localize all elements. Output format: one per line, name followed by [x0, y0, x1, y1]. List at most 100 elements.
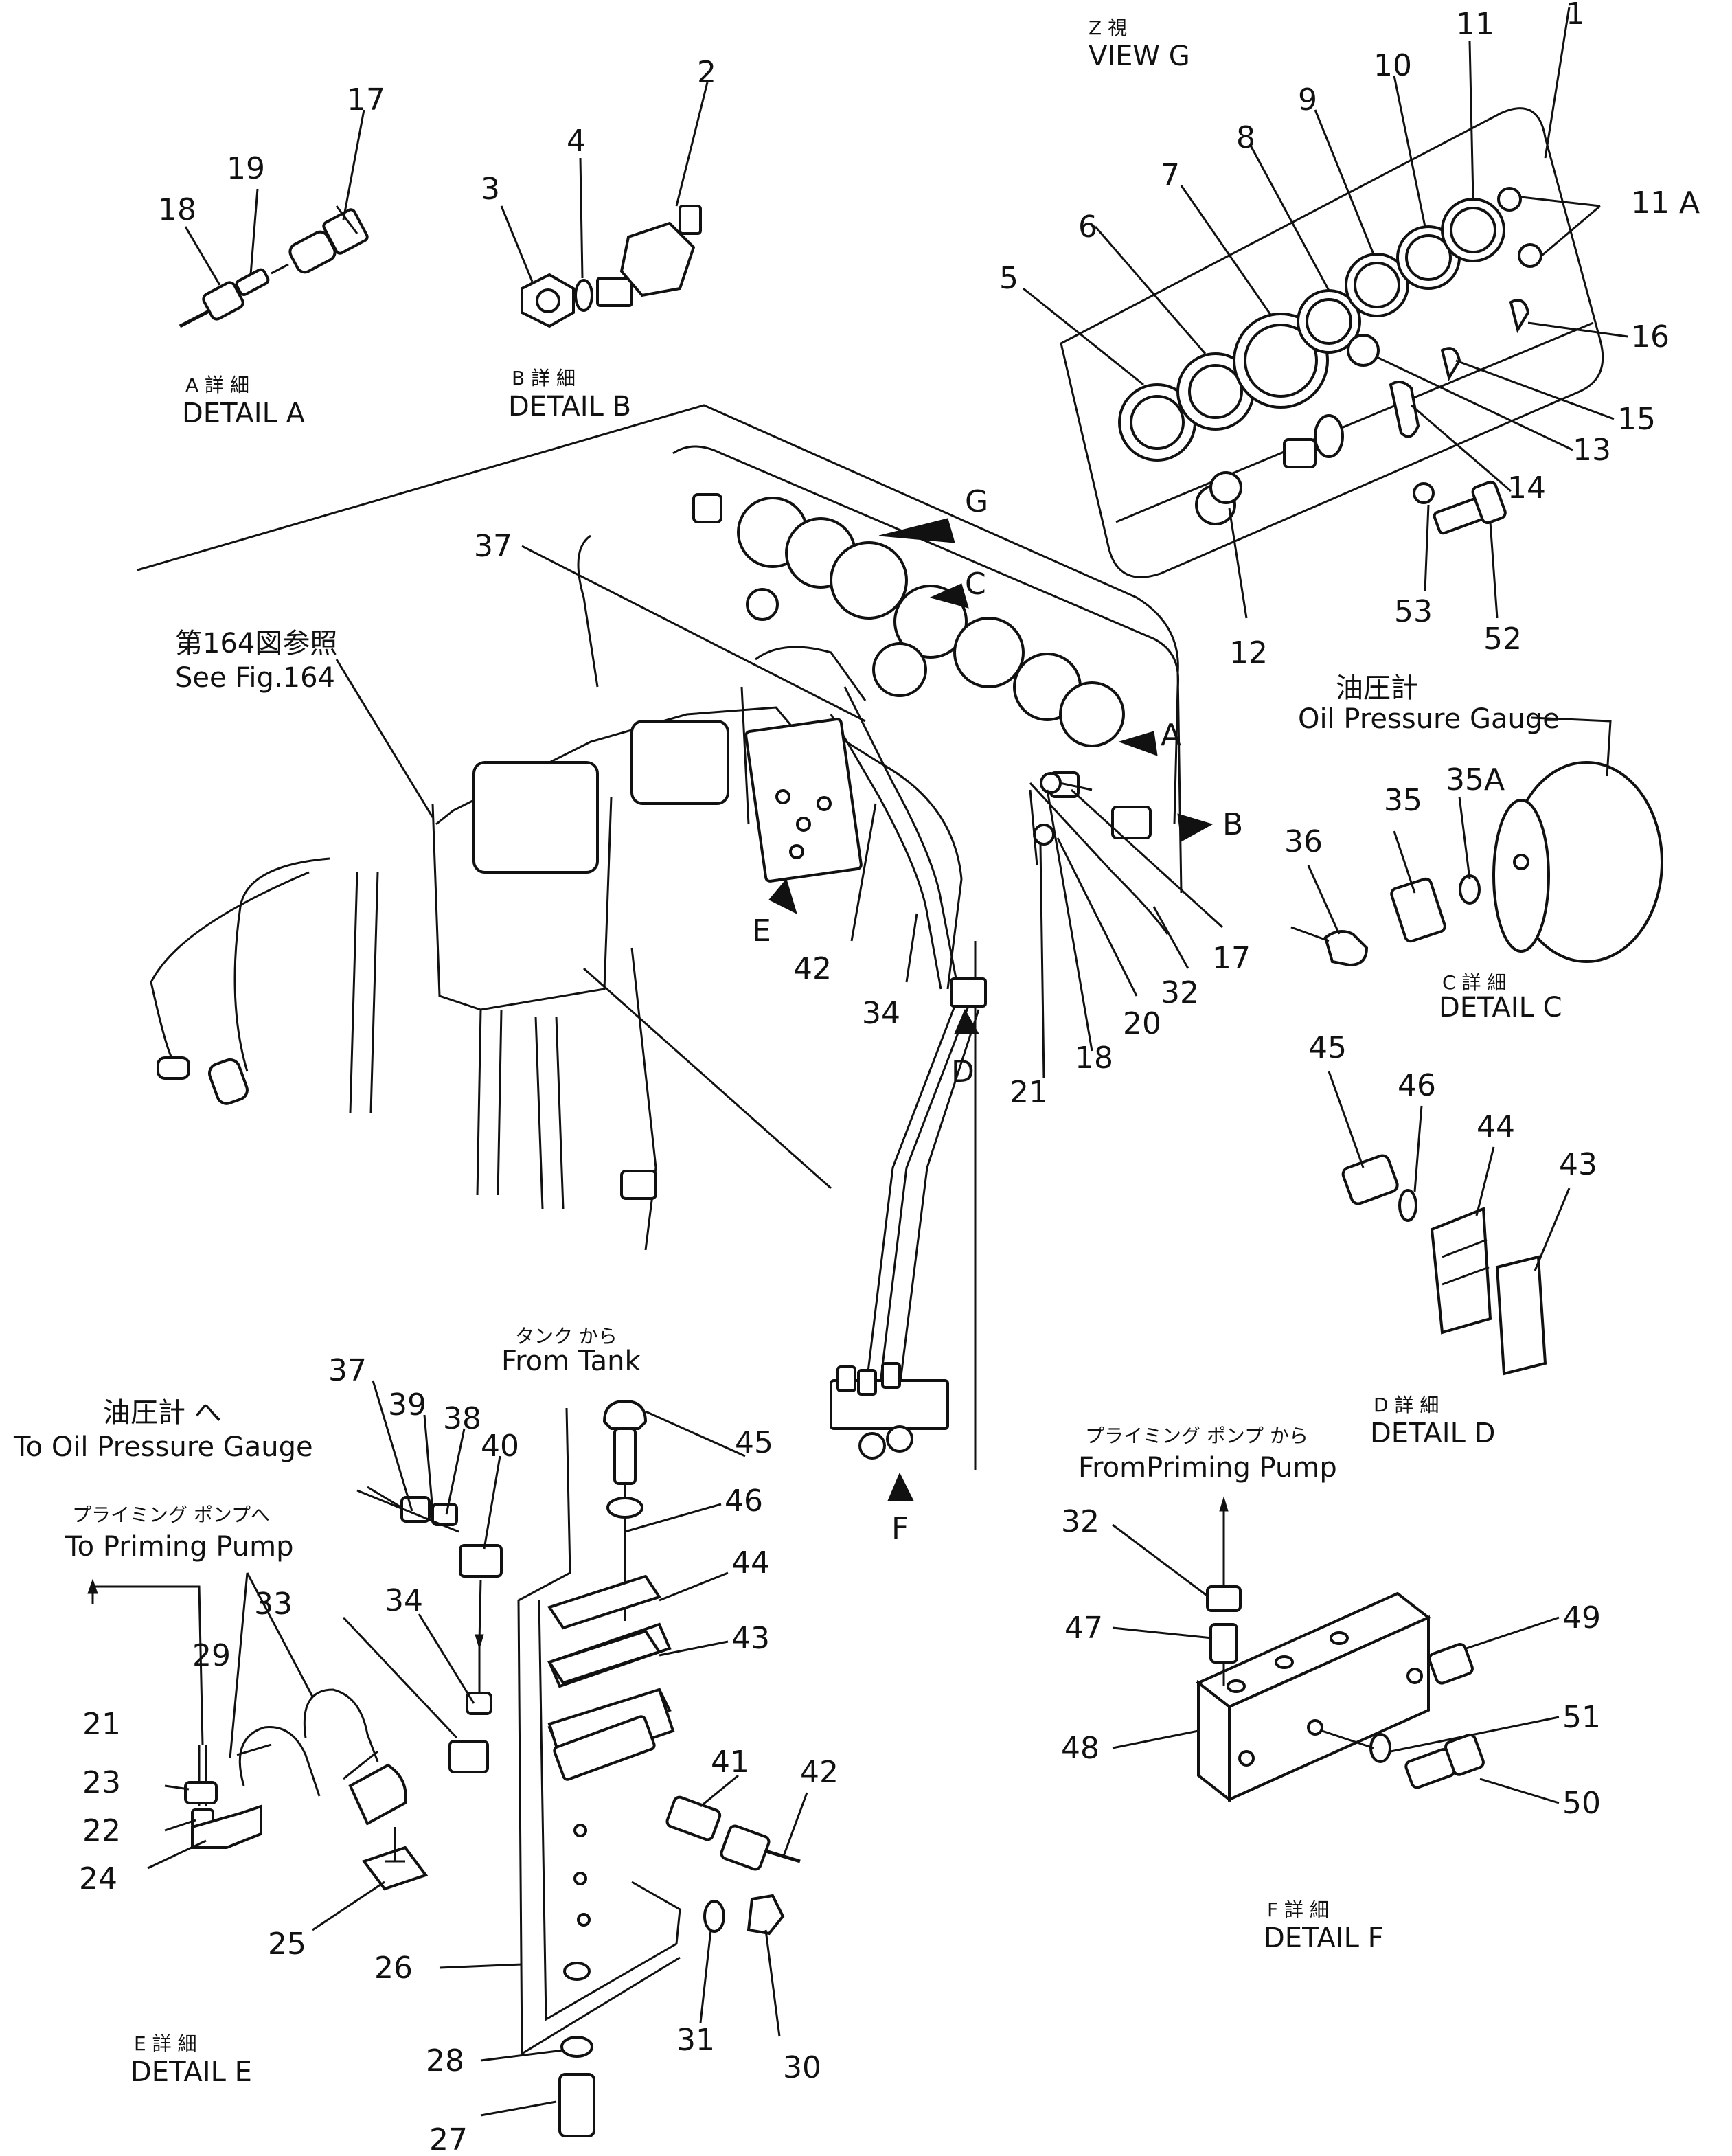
- arrow-a-label: A: [1161, 718, 1181, 753]
- part-32-f: 32: [1061, 1504, 1099, 1539]
- part-48: 48: [1061, 1731, 1099, 1766]
- detail-c-drawing: [1290, 761, 1663, 967]
- part-5: 5: [999, 261, 1018, 296]
- arrow-d-label: D: [951, 1054, 975, 1089]
- leader-17: [342, 109, 365, 220]
- detail-b-ja: B 詳 細: [512, 367, 576, 389]
- part-1: 1: [1566, 0, 1585, 32]
- detail-e-en: DETAIL E: [130, 2056, 252, 2088]
- from-tank-en: From Tank: [501, 1346, 641, 1377]
- part-numbers: 1 2 3 4 5 6 7 8 9 10 11 11 A 12 13 14 15…: [79, 0, 1700, 2156]
- part-40: 40: [481, 1429, 519, 1464]
- detail-d-en: DETAIL D: [1370, 1418, 1495, 1449]
- arrow-b-label: B: [1222, 807, 1243, 842]
- detail-c-leaders: [1307, 716, 1612, 935]
- part-46-e: 46: [725, 1484, 763, 1519]
- part-44-d: 44: [1477, 1109, 1515, 1144]
- part-46-d: 46: [1398, 1068, 1436, 1103]
- view-arrow-letters: G C A B E D F: [752, 484, 1243, 1546]
- to-priming-en: To Priming Pump: [65, 1531, 293, 1563]
- leader-18: [184, 226, 221, 286]
- detail-d-ja: D 詳 細: [1374, 1394, 1439, 1416]
- detail-f-ja: F 詳 細: [1267, 1898, 1329, 1921]
- detail-a-en: DETAIL A: [182, 398, 306, 429]
- detail-f-leaders: [1112, 1523, 1560, 1804]
- oil-gauge-ja: 油圧計: [1336, 672, 1418, 704]
- part-26: 26: [374, 1951, 413, 1986]
- detail-b-drawing: [521, 205, 702, 328]
- part-25: 25: [268, 1927, 306, 1962]
- view-g-ja: Z 視: [1089, 16, 1127, 39]
- part-42-main: 42: [793, 951, 832, 986]
- part-36: 36: [1284, 824, 1323, 859]
- leader-4: [579, 157, 584, 279]
- from-priming-en: FromPriming Pump: [1078, 1452, 1337, 1484]
- part-13: 13: [1573, 433, 1611, 468]
- detail-e-leaders: [87, 1380, 808, 2117]
- detail-b-en: DETAIL B: [508, 391, 631, 422]
- view-g-leaders: [1023, 6, 1628, 619]
- part-27: 27: [429, 2122, 468, 2156]
- part-44-e: 44: [731, 1545, 770, 1580]
- part-42-e: 42: [800, 1755, 839, 1790]
- detail-f-drawing: [1196, 1496, 1485, 1803]
- detail-e-ja: E 詳 細: [134, 2032, 197, 2055]
- main-gauge-cluster: [692, 493, 1152, 839]
- part-43-d: 43: [1559, 1147, 1597, 1182]
- part-45-d: 45: [1308, 1030, 1347, 1065]
- from-tank-ja: タンク から: [515, 1325, 617, 1348]
- part-4: 4: [567, 124, 586, 159]
- part-11a: 11 A: [1631, 185, 1700, 220]
- main-tubes: [740, 646, 1169, 1460]
- part-30: 30: [783, 2050, 821, 2085]
- part-43-e: 43: [731, 1621, 770, 1656]
- part-3: 3: [481, 172, 500, 207]
- arrow-g-label: G: [965, 484, 988, 519]
- part-45-e: 45: [735, 1425, 773, 1460]
- view-g-gauges: [1118, 187, 1542, 535]
- part-24: 24: [79, 1861, 117, 1896]
- part-2: 2: [697, 55, 716, 90]
- part-51: 51: [1562, 1700, 1601, 1735]
- to-priming-ja: プライミング ポンプへ: [72, 1503, 270, 1526]
- detail-e-top-parts: [547, 1399, 662, 1685]
- part-19: 19: [227, 151, 265, 186]
- part-16: 16: [1631, 319, 1670, 354]
- part-47: 47: [1064, 1611, 1103, 1646]
- part-41: 41: [711, 1745, 749, 1780]
- view-g-panel: [1060, 107, 1604, 578]
- part-38: 38: [443, 1401, 481, 1436]
- to-oil-gauge-en: To Oil Pressure Gauge: [13, 1431, 313, 1463]
- part-50: 50: [1562, 1786, 1601, 1821]
- part-31: 31: [676, 2023, 715, 2058]
- part-52: 52: [1483, 622, 1522, 657]
- part-21-e: 21: [82, 1707, 121, 1742]
- oil-gauge-en: Oil Pressure Gauge: [1298, 703, 1560, 735]
- to-oil-gauge-ja: 油圧計 へ: [103, 1397, 222, 1429]
- part-34-main: 34: [862, 996, 900, 1031]
- part-35: 35: [1384, 783, 1422, 818]
- detail-c-ja: C 詳 細: [1442, 971, 1506, 994]
- part-11: 11: [1456, 7, 1494, 42]
- detail-a-drawing: [179, 205, 369, 328]
- see-fig-en: See Fig.164: [175, 662, 335, 694]
- main-panel-frame: [137, 404, 1183, 1470]
- part-35a: 35A: [1446, 762, 1505, 797]
- part-18a: 18: [158, 192, 196, 227]
- part-12: 12: [1229, 635, 1268, 670]
- see-fig-ja: 第164図参照: [175, 628, 337, 659]
- part-29: 29: [192, 1638, 231, 1673]
- view-arrows: [768, 518, 1213, 1501]
- leader-2: [675, 82, 709, 207]
- part-14: 14: [1507, 470, 1546, 506]
- detail-d-drawing: [1341, 1154, 1547, 1376]
- part-22: 22: [82, 1813, 121, 1848]
- part-7: 7: [1161, 158, 1180, 193]
- arrow-c-label: C: [965, 567, 986, 602]
- leader-3: [500, 205, 534, 282]
- part-10: 10: [1374, 48, 1412, 83]
- part-9: 9: [1298, 82, 1317, 117]
- part-20: 20: [1123, 1006, 1161, 1041]
- detail-d-leaders: [1328, 1071, 1571, 1271]
- part-32-main: 32: [1161, 975, 1199, 1010]
